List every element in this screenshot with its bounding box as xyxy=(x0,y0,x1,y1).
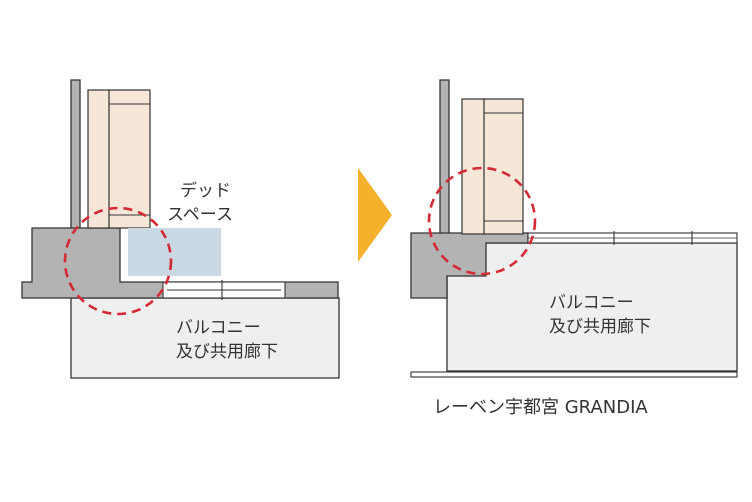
left-corridor-floor xyxy=(70,297,340,379)
right-caption: レーベン宇都宮 GRANDIA xyxy=(433,397,648,418)
right-partition-wall xyxy=(439,79,450,236)
right-area-label-line2: 及び共用廊下 xyxy=(549,317,651,337)
right-highlight-circle xyxy=(427,166,537,276)
right-corridor-floor xyxy=(446,242,738,372)
left-highlight-circle xyxy=(63,206,173,316)
left-step-wall xyxy=(21,227,339,299)
dead-space-area xyxy=(128,228,221,276)
right-area-label-line1: バルコニー xyxy=(549,293,634,313)
right-furniture xyxy=(461,98,524,235)
right-triangle-arrow-icon xyxy=(358,168,392,262)
left-area-label-line1: バルコニー xyxy=(176,318,261,338)
right-diagram: バルコニー 及び共用廊下 レーベン宇都宮 GRANDIA xyxy=(410,79,738,418)
left-area-label-line2: 及び共用廊下 xyxy=(176,342,278,362)
dead-space-label-line1: デッド xyxy=(180,180,231,201)
left-furniture xyxy=(87,89,151,229)
left-diagram: デッド スペース バルコニー 及び共用廊下 xyxy=(21,79,340,379)
right-bottom-edge xyxy=(410,371,738,378)
dead-space-label-line2: スペース xyxy=(167,205,233,225)
left-partition-wall xyxy=(70,79,81,231)
